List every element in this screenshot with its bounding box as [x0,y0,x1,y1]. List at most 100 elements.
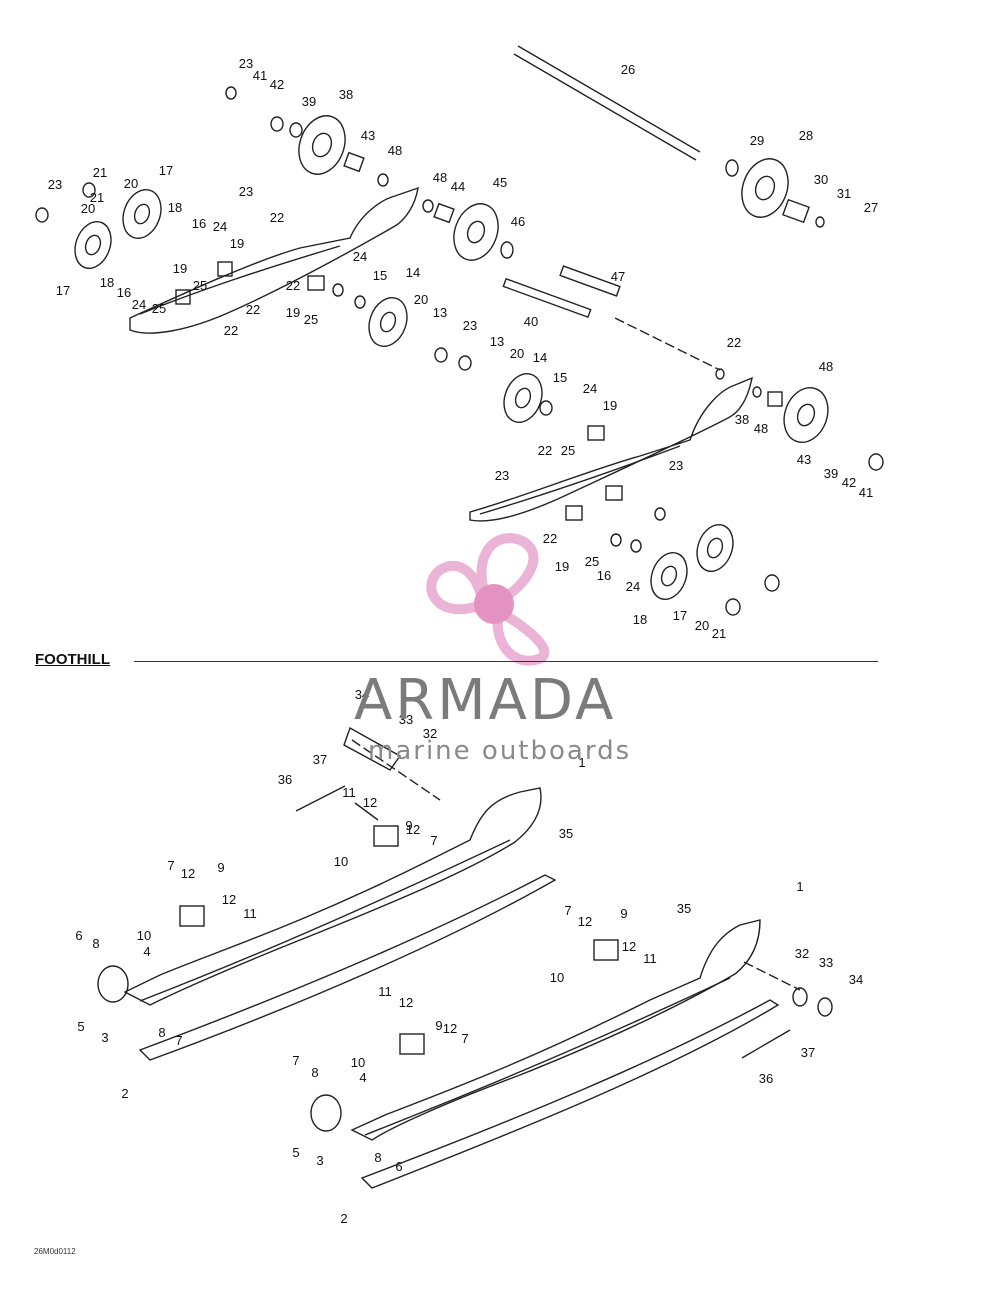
top-part-label: 14 [533,350,547,365]
top-part-label: 23 [669,458,683,473]
bottom-part-label: 12 [443,1021,457,1036]
top-part-label: 22 [727,335,741,350]
bottom-part-label: 7 [292,1053,299,1068]
top-part-label: 42 [270,77,284,92]
bottom-part-label: 12 [406,822,420,837]
top-part-label: 25 [561,443,575,458]
bottom-part-label: 36 [278,772,292,787]
top-part-label: 31 [837,186,851,201]
bottom-part-label: 11 [342,785,356,800]
top-part-label: 28 [799,128,813,143]
section-title: FOOTHILL [35,651,110,668]
bottom-part-label: 9 [217,860,224,875]
top-part-label: 48 [433,170,447,185]
top-part-label: 38 [735,412,749,427]
figure-code: 26M0d0112 [34,1247,76,1256]
bottom-part-label: 34 [849,972,863,987]
bottom-part-label: 7 [564,903,571,918]
top-part-label: 25 [304,312,318,327]
top-part-label: 46 [511,214,525,229]
top-part-label: 22 [224,323,238,338]
top-part-label: 20 [81,201,95,216]
bottom-part-label: 37 [313,752,327,767]
bottom-part-label: 11 [243,906,257,921]
top-part-label: 24 [583,381,597,396]
top-part-label: 17 [673,608,687,623]
bottom-part-label: 8 [92,936,99,951]
top-part-label: 19 [173,261,187,276]
bottom-part-label: 5 [77,1019,84,1034]
bottom-part-label: 4 [143,944,150,959]
watermark-brand: ARMADA [354,668,617,733]
top-part-label: 18 [633,612,647,627]
top-part-label: 24 [353,249,367,264]
bottom-part-label: 34 [355,687,369,702]
bottom-assembly [97,726,833,1189]
top-part-label: 21 [90,190,104,205]
bottom-part-label: 9 [620,906,627,921]
top-part-label: 21 [712,626,726,641]
bottom-part-label: 11 [378,984,392,999]
top-part-label: 19 [555,559,569,574]
top-part-label: 19 [286,305,300,320]
top-part-label: 20 [124,176,138,191]
bottom-part-label: 10 [351,1055,365,1070]
bottom-part-label: 6 [395,1159,402,1174]
top-part-label: 22 [538,443,552,458]
bottom-part-label: 1 [796,879,803,894]
section-divider [134,661,878,662]
bottom-part-label: 11 [643,951,657,966]
bottom-part-label: 9 [435,1018,442,1033]
top-part-label: 27 [864,200,878,215]
bottom-part-label: 7 [175,1033,182,1048]
bottom-part-label: 12 [399,995,413,1010]
bottom-part-label: 7 [461,1031,468,1046]
top-part-label: 25 [152,301,166,316]
top-part-label: 22 [246,302,260,317]
top-part-label: 17 [159,163,173,178]
top-part-label: 22 [543,531,557,546]
top-part-label: 42 [842,475,856,490]
top-part-label: 25 [585,554,599,569]
top-part-label: 23 [239,56,253,71]
bottom-part-label: 12 [622,939,636,954]
top-part-label: 25 [193,278,207,293]
bottom-part-label: 12 [181,866,195,881]
bottom-part-label: 10 [334,854,348,869]
bottom-part-label: 37 [801,1045,815,1060]
top-part-label: 23 [48,177,62,192]
bottom-part-label: 33 [819,955,833,970]
top-part-label: 20 [414,292,428,307]
bottom-part-label: 3 [101,1030,108,1045]
bottom-part-label: 10 [550,970,564,985]
bottom-part-label: 10 [137,928,151,943]
bottom-part-label: 1 [578,755,585,770]
bottom-part-label: 35 [559,826,573,841]
top-part-label: 39 [824,466,838,481]
top-part-label: 29 [750,133,764,148]
top-part-label: 48 [819,359,833,374]
top-part-label: 26 [621,62,635,77]
top-part-label: 18 [168,200,182,215]
top-part-label: 16 [597,568,611,583]
top-part-label: 43 [797,452,811,467]
top-part-label: 23 [463,318,477,333]
bottom-part-label: 12 [578,914,592,929]
top-part-label: 23 [239,184,253,199]
top-part-label: 20 [510,346,524,361]
top-part-label: 20 [695,618,709,633]
top-part-label: 38 [339,87,353,102]
top-part-label: 21 [93,165,107,180]
bottom-part-label: 36 [759,1071,773,1086]
top-part-label: 19 [603,398,617,413]
bottom-part-label: 6 [75,928,82,943]
top-part-label: 19 [230,236,244,251]
bottom-part-label: 7 [167,858,174,873]
top-part-label: 43 [361,128,375,143]
top-part-label: 48 [388,143,402,158]
bottom-part-label: 2 [340,1211,347,1226]
top-part-label: 39 [302,94,316,109]
top-part-label: 22 [286,278,300,293]
top-part-label: 16 [192,216,206,231]
